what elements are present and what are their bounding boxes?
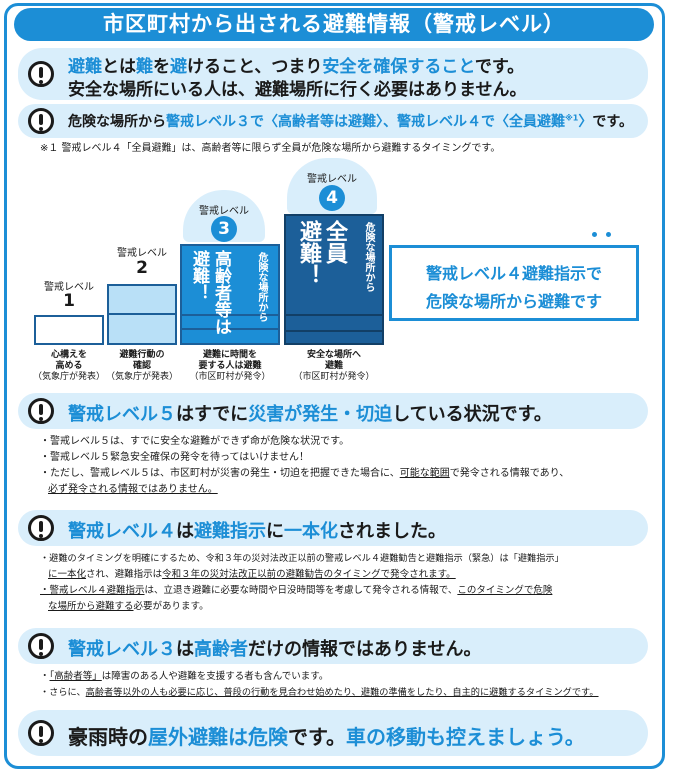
level3-note-1: ・「高齢者等」は障害のある人や避難を支援する者も含んでいます。 [40, 671, 329, 682]
level2-label: 警戒レベル [117, 248, 167, 259]
level3-bar: 避難！ 高齢者等は 危険な場所から [180, 244, 280, 345]
level1-bar [34, 315, 104, 345]
level4-number: 4 [319, 185, 345, 211]
level3-main-text: 高齢者等は [211, 250, 231, 335]
exclamation-icon [28, 61, 54, 87]
point-level5-text: 警戒レベル５はすでに災害が発生・切迫している状況です。 [68, 404, 552, 425]
level2-bar [107, 284, 177, 345]
level3-main-text-2: 避難！ [189, 250, 209, 301]
level3-number: 3 [211, 216, 237, 242]
point-timing: 危険な場所から警戒レベル３で〈高齢者等は避難〉、警戒レベル４で〈全員避難※1〉で… [18, 104, 648, 138]
point-level4: 警戒レベル４は避難指示に一本化されました。 [18, 510, 648, 546]
level5-note-2: ・警戒レベル５緊急安全確保の発令を待ってはいけません！ [40, 452, 309, 463]
point-level5: 警戒レベル５はすでに災害が発生・切迫している状況です。 [18, 393, 648, 429]
footnote: ※１ 警戒レベル４「全員避難」は、高齢者等に限らず全員が危険な場所から避難するタ… [40, 143, 501, 154]
level1-caption: 心構えを高める（気象庁が発表） [32, 350, 105, 382]
page-title: 市区町村から出される避難情報（警戒レベル） [14, 8, 654, 41]
exclamation-icon [28, 515, 54, 541]
point-heavy-rain-text: 豪雨時の屋外避難は危険です。車の移動も控えましょう。 [68, 725, 585, 749]
callout-line2: 危険な場所から避難です [425, 292, 602, 311]
emphasis-dot [606, 232, 611, 237]
level4-side-text: 危険な場所から [363, 222, 374, 292]
point-safety-line1: 避難とは難を避けること、つまり安全を確保することです。 [68, 57, 525, 77]
level4-note-1: ・避難のタイミングを明確にするため、令和３年の災対法改正以前の警戒レベル４避難勧… [40, 553, 564, 564]
level3-caption: 避難に時間を要する人は避難（市区町村が発令） [189, 350, 271, 382]
level3-label: 警戒レベル [199, 206, 249, 217]
level2-number: 2 [136, 258, 148, 278]
exclamation-icon [28, 398, 54, 424]
exclamation-icon [28, 633, 54, 659]
level4-main-text-2: 避難！ [296, 220, 321, 286]
emphasis-dot [592, 232, 597, 237]
exclamation-icon [28, 720, 54, 746]
level5-note-4: 必ず発令される情報ではありません。 [48, 484, 218, 495]
point-safety: 避難とは難を避けること、つまり安全を確保することです。 安全な場所にいる人は、避… [18, 48, 648, 100]
exclamation-icon [28, 108, 54, 134]
level2-caption: 避難行動の確認（気象庁が発表） [105, 350, 178, 382]
callout-line1: 警戒レベル４避難指示で [425, 264, 602, 283]
level4-label: 警戒レベル [307, 174, 357, 185]
level4-note-2: に一本化され、避難指示は令和３年の災対法改正以前の避難勧告のタイミングで発令され… [48, 569, 456, 580]
level3-side-text: 危険な場所から [256, 252, 267, 322]
point-safety-line2: 安全な場所にいる人は、避難場所に行く必要はありません。 [68, 80, 527, 100]
point-level3-text: 警戒レベル３は高齢者だけの情報ではありません。 [68, 639, 482, 660]
point-level3: 警戒レベル３は高齢者だけの情報ではありません。 [18, 628, 648, 664]
level1-number: 1 [63, 291, 75, 311]
point-level4-text: 警戒レベル４は避難指示に一本化されました。 [68, 521, 446, 542]
level4-caption: 安全な場所へ避難（市区町村が発令） [293, 350, 375, 382]
level4-note-3: ・警戒レベル４避難指示は、立退き避難に必要な時間や日没時間等を考慮して発令される… [40, 585, 553, 596]
level1-label: 警戒レベル [44, 282, 94, 293]
level5-note-1: ・警戒レベル５は、すでに安全な避難ができず命が危険な状況です。 [40, 436, 350, 447]
level4-bar: 避難！ 全員 危険な場所から [284, 214, 384, 345]
callout-box: 警戒レベル４避難指示で 危険な場所から避難です [389, 245, 639, 321]
point-timing-text: 危険な場所から警戒レベル３で〈高齢者等は避難〉、警戒レベル４で〈全員避難※1〉で… [68, 113, 633, 130]
point-heavy-rain: 豪雨時の屋外避難は危険です。車の移動も控えましょう。 [18, 710, 648, 756]
level5-note-3: ・ただし、警戒レベル５は、市区町村が災害の発生・切迫を把握できた場合に、可能な範… [40, 468, 570, 479]
level4-main-text: 全員 [322, 220, 347, 264]
level4-note-4: な場所から避難する必要があります。 [48, 601, 209, 612]
level3-note-2: ・さらに、高齢者等以外の人も必要に応じ、普段の行動を見合わせ始めたり、避難の準備… [40, 687, 599, 698]
